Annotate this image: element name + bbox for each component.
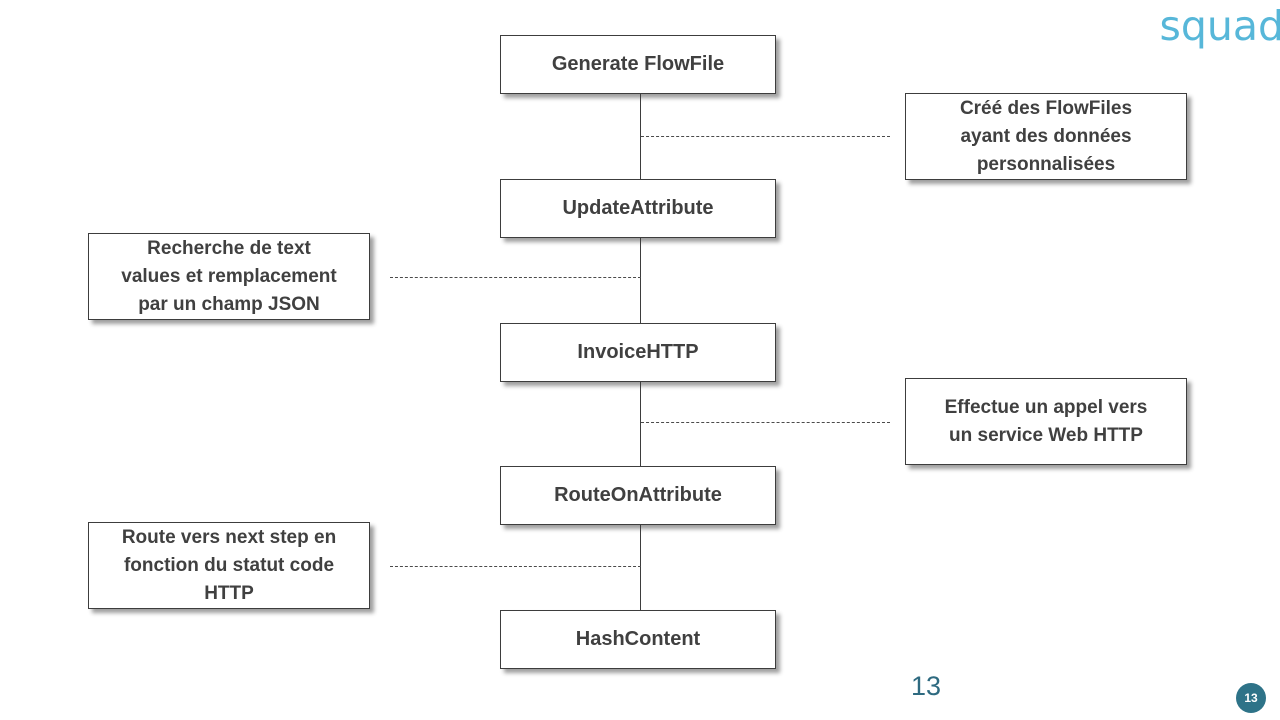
flow-node-label: RouteOnAttribute: [554, 484, 722, 506]
note-line: HTTP: [204, 582, 254, 604]
flow-node-update-attribute: UpdateAttribute: [500, 179, 776, 238]
flow-node-label: HashContent: [575, 628, 701, 650]
note-line: personnalisées: [976, 153, 1116, 175]
squad-logo: squad: [1159, 2, 1280, 50]
connector-line-4: [640, 524, 641, 610]
callout-dashed-line-right-1: [641, 136, 890, 137]
note-line: ayant des données: [960, 125, 1132, 147]
callout-dashed-line-left-1: [390, 277, 641, 278]
note-line: par un champ JSON: [138, 293, 320, 315]
callout-dashed-line-left-2: [390, 566, 641, 567]
note-line: Route vers next step en: [121, 526, 337, 548]
note-line: values et remplacement: [121, 265, 337, 287]
flow-node-label: InvoiceHTTP: [577, 341, 699, 363]
page-number-badge: 13: [1236, 683, 1266, 713]
connector-line-2: [640, 237, 641, 323]
note-line: un service Web HTTP: [949, 424, 1143, 446]
connector-line-3: [640, 381, 641, 466]
note-line: Recherche de text: [147, 237, 311, 259]
callout-dashed-line-right-2: [641, 422, 890, 423]
note-cree-des-flowfiles: Créé des FlowFiles ayant des données per…: [905, 93, 1187, 180]
note-line: Effectue un appel vers: [944, 396, 1148, 418]
flow-node-route-on-attribute: RouteOnAttribute: [500, 466, 776, 525]
flow-node-generate-flowfile: Generate FlowFile: [500, 35, 776, 94]
flow-node-hash-content: HashContent: [500, 610, 776, 669]
connector-line-1: [640, 94, 641, 179]
note-line: Créé des FlowFiles: [959, 97, 1133, 119]
flow-node-label: UpdateAttribute: [562, 197, 714, 219]
flow-node-label: Generate FlowFile: [551, 53, 725, 75]
flow-node-invoice-http: InvoiceHTTP: [500, 323, 776, 382]
note-line: fonction du statut code: [123, 554, 335, 576]
note-route-vers-next-step: Route vers next step en fonction du stat…: [88, 522, 370, 609]
note-effectue-appel-http: Effectue un appel vers un service Web HT…: [905, 378, 1187, 465]
note-recherche-text-values: Recherche de text values et remplacement…: [88, 233, 370, 320]
page-number: 13: [911, 671, 942, 701]
